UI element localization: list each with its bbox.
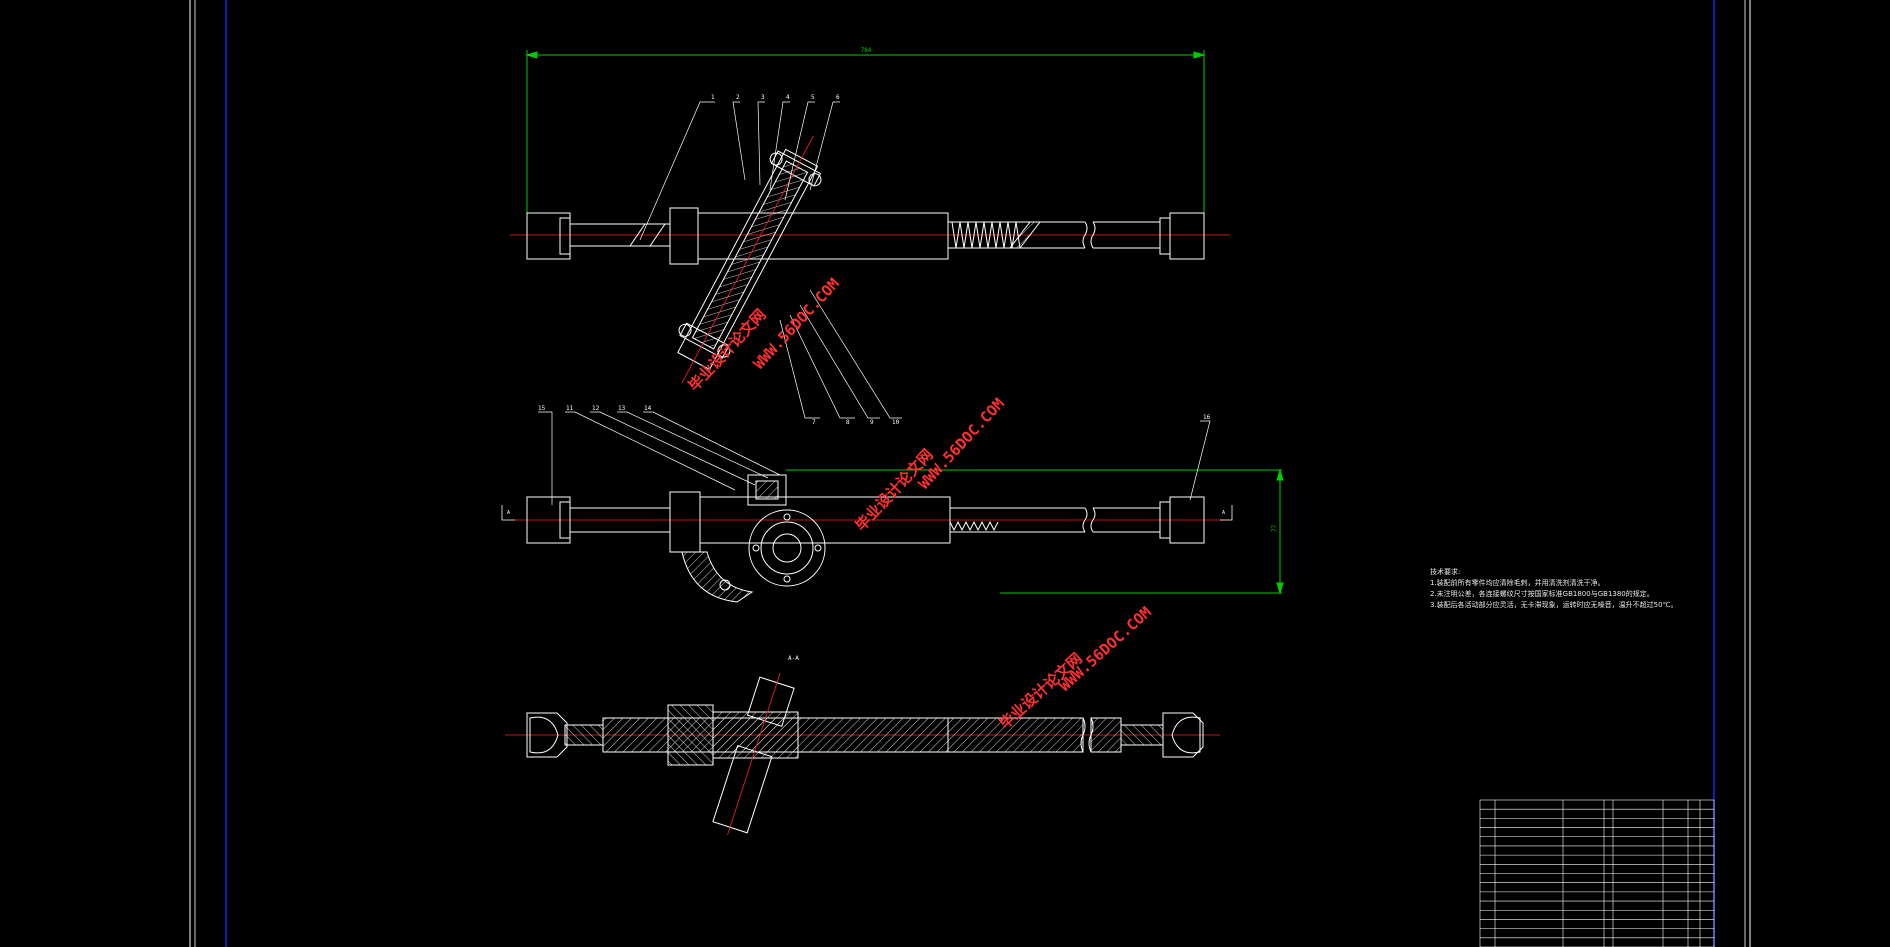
- callout-2: 2: [736, 94, 740, 101]
- tech-note-3: 3.装配后各活动部分应灵活，无卡滞现象，运转时应无噪音，温升不超过50℃。: [1430, 601, 1678, 609]
- callout-10: 10: [892, 419, 900, 426]
- callout-3: 3: [761, 94, 765, 101]
- top-view: [510, 135, 1230, 384]
- section-arrows: [501, 505, 1233, 521]
- bill-of-materials-table: [1479, 799, 1715, 947]
- height-dimension: [786, 468, 1284, 595]
- callout-9: 9: [870, 419, 874, 426]
- callout-6: 6: [836, 94, 840, 101]
- callout-4: 4: [786, 94, 790, 101]
- tech-note-1: 1.装配前所有零件均应清除毛刺，并用清洗剂清洗干净。: [1430, 579, 1605, 587]
- overall-length-label: 784: [861, 47, 872, 54]
- tech-notes-title: 技术要求:: [1430, 568, 1461, 576]
- technical-requirements: 技术要求: 1.装配前所有零件均应清除毛刺，并用清洗剂清洗干净。 2.未注明公差…: [1430, 567, 1677, 611]
- watermark-url-3: WWW.56DOC.COM: [1056, 603, 1155, 695]
- callout-12: 12: [592, 405, 600, 412]
- callout-16: 16: [1203, 414, 1211, 421]
- callout-1: 1: [711, 94, 715, 101]
- tech-note-2: 2.未注明公差，各连接螺纹尺寸按国家标准GB1800与GB1380的规定。: [1430, 590, 1654, 598]
- watermarks: 毕业设计论文网 WWW.56DOC.COM 毕业设计论文网 WWW.56DOC.…: [685, 275, 1155, 733]
- top-callout-leaders: [639, 101, 902, 419]
- callout-8: 8: [846, 419, 850, 426]
- callout-13: 13: [618, 405, 626, 412]
- callout-11: 11: [566, 405, 574, 412]
- overall-length-dimension: [525, 50, 1206, 215]
- callout-14: 14: [644, 405, 652, 412]
- drawing-frame: [189, 0, 1751, 947]
- front-view: [510, 474, 1230, 603]
- top-callout-labels: 1 2 3 4 5 6 7 8 9 10: [711, 94, 900, 426]
- side-callout-labels: 15 11 12 13 14 16: [538, 405, 1211, 421]
- height-dimension-label: 77: [1271, 524, 1278, 532]
- section-title: A-A: [788, 655, 799, 662]
- section-arrow-left-label: A: [507, 510, 510, 516]
- section-view: [505, 673, 1220, 835]
- callout-7: 7: [812, 419, 816, 426]
- callout-15: 15: [538, 405, 546, 412]
- side-callout-leaders: [538, 411, 1211, 505]
- callout-5: 5: [811, 94, 815, 101]
- watermark-url-2: WWW.56DOC.COM: [915, 395, 1008, 493]
- section-arrow-right-label: A: [1222, 510, 1225, 516]
